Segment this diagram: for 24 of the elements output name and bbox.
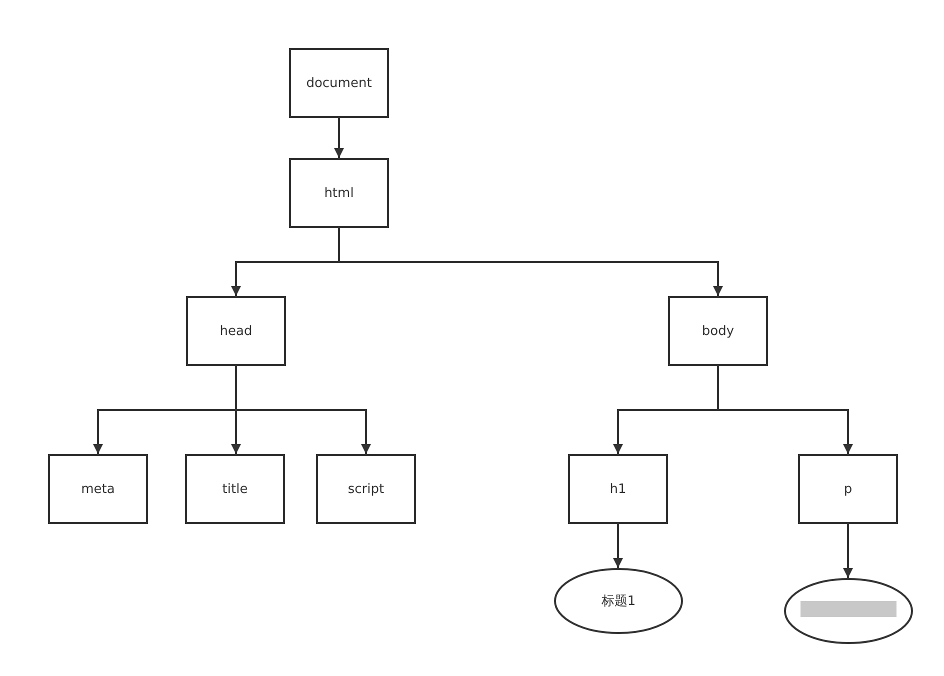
arrow — [334, 118, 344, 158]
tree-node-box — [668, 296, 768, 366]
tree-node-box — [798, 454, 898, 524]
arrow — [235, 366, 371, 454]
node-label: body — [702, 324, 734, 338]
tree-node-box — [316, 454, 416, 524]
tree-node-box — [568, 454, 668, 524]
node-label: title — [222, 482, 248, 496]
node-label: html — [324, 186, 354, 200]
node-label: meta — [81, 482, 115, 496]
tree-node-box — [186, 296, 286, 366]
node-label: script — [348, 482, 384, 496]
node-label: head — [220, 324, 252, 338]
arrow — [717, 366, 853, 454]
arrow — [613, 524, 623, 568]
tree-node-box — [48, 454, 148, 524]
node-label: document — [306, 76, 372, 90]
arrow — [843, 524, 853, 578]
node-label: h1 — [610, 482, 626, 496]
tree-node-box — [289, 158, 389, 228]
tree-node-box — [185, 454, 285, 524]
node-label: 标题1 — [601, 593, 636, 610]
tree-node-box — [289, 48, 389, 118]
node-label: p — [844, 482, 852, 496]
